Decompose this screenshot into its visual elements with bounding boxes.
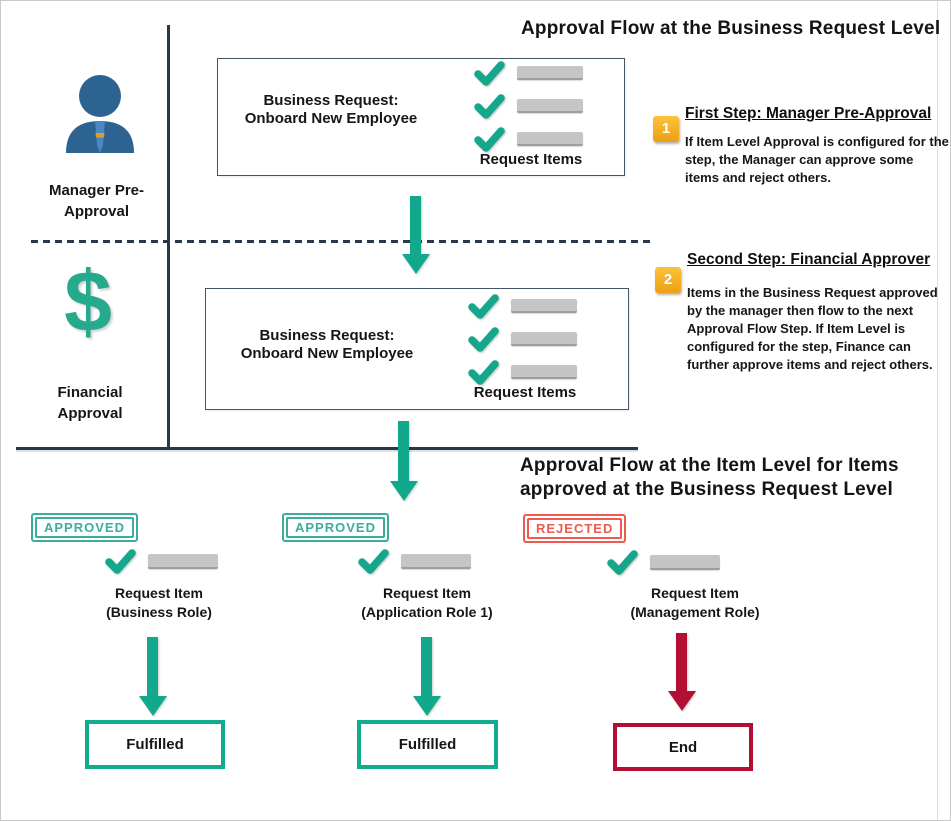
check-icon	[474, 126, 505, 152]
item-label-line1: Request Item	[651, 585, 739, 601]
business-request-title-line1: Business Request:	[263, 92, 399, 109]
request-item-row	[468, 326, 577, 352]
manager-lane-label: Manager Pre- Approval	[19, 180, 174, 222]
approved-stamp: APPROVED	[282, 513, 389, 542]
item-label-business-role: Request Item (Business Role)	[74, 584, 244, 622]
manager-lane-label-line2: Approval	[63, 203, 129, 220]
rejected-stamp: REJECTED	[523, 514, 627, 543]
item-label-management-role: Request Item (Management Role)	[610, 584, 780, 622]
fulfilled-label: Fulfilled	[398, 736, 457, 753]
item-arrow-3	[668, 633, 696, 713]
item-check-row	[105, 548, 218, 574]
request-item-rows	[468, 293, 577, 393]
item-check-row	[358, 548, 471, 574]
step-2-heading: Second Step: Financial Approver	[687, 251, 931, 268]
flow-arrow-down-2	[390, 421, 418, 503]
request-items-label: Request Items	[473, 384, 577, 401]
business-request-title-line2: Onboard New Employee	[240, 345, 414, 362]
manager-person-icon	[66, 75, 134, 153]
business-request-box-1: Business Request: Onboard New Employee R…	[217, 58, 625, 176]
step-2-body: Items in the Business Request approved b…	[687, 285, 938, 372]
item-label-line1: Request Item	[115, 585, 203, 601]
title-item-level-line1: Approval Flow at the Item Level for Item…	[520, 455, 899, 476]
item-check-row	[607, 549, 720, 575]
request-item-row	[474, 93, 583, 119]
lane-divider-dashed	[31, 240, 651, 243]
request-item-bar	[401, 553, 471, 569]
business-request-title-line2: Onboard New Employee	[244, 110, 418, 127]
check-icon	[468, 293, 499, 319]
check-icon	[468, 326, 499, 352]
title-item-level-line2: approved at the Business Request Level	[520, 479, 893, 500]
item-arrow-2	[413, 637, 441, 717]
request-items-label: Request Items	[479, 151, 583, 168]
item-arrow-1	[139, 637, 167, 717]
request-item-bar	[517, 99, 583, 113]
item-label-line1: Request Item	[383, 585, 471, 601]
financial-lane-label-line2: Approval	[57, 405, 123, 422]
request-item-bar	[148, 553, 218, 569]
end-box: End	[613, 723, 753, 771]
check-icon	[474, 93, 505, 119]
item-label-line2: (Business Role)	[106, 604, 212, 620]
financial-lane-label-line1: Financial	[57, 384, 123, 401]
approved-stamp: APPROVED	[31, 513, 138, 542]
business-request-title: Business Request: Onboard New Employee	[232, 327, 422, 363]
approved-stamp-text: APPROVED	[286, 517, 385, 538]
business-request-title-line1: Business Request:	[259, 327, 395, 344]
request-item-rows	[474, 60, 583, 160]
item-label-line2: (Management Role)	[630, 604, 760, 620]
lane-divider-vertical	[167, 25, 170, 450]
request-item-bar	[511, 365, 577, 379]
title-item-level: Approval Flow at the Item Level for Item…	[520, 454, 940, 502]
request-item-row	[468, 359, 577, 385]
step-1-badge: 1	[653, 116, 679, 142]
business-request-title: Business Request: Onboard New Employee	[236, 92, 426, 128]
manager-lane-label-line1: Manager Pre-	[48, 182, 145, 199]
check-icon	[105, 548, 136, 574]
item-label-line2: (Application Role 1)	[361, 604, 493, 620]
request-item-bar	[511, 332, 577, 346]
request-item-bar	[517, 132, 583, 146]
business-request-box-2: Business Request: Onboard New Employee R…	[205, 288, 629, 410]
check-icon	[474, 60, 505, 86]
request-item-row	[468, 293, 577, 319]
flow-arrow-down-1	[402, 196, 430, 274]
fulfilled-box-2: Fulfilled	[357, 720, 498, 769]
request-item-bar	[517, 66, 583, 80]
check-icon	[468, 359, 499, 385]
fulfilled-label: Fulfilled	[126, 736, 184, 753]
step-2-badge: 2	[655, 267, 681, 293]
dollar-icon: $	[64, 254, 112, 350]
title-business-request-level: Approval Flow at the Business Request Le…	[521, 18, 941, 39]
fulfilled-box-1: Fulfilled	[85, 720, 225, 769]
request-item-row	[474, 60, 583, 86]
request-item-bar	[650, 554, 720, 570]
check-icon	[358, 548, 389, 574]
request-item-row	[474, 126, 583, 152]
rejected-stamp-text: REJECTED	[527, 518, 623, 539]
request-item-bar	[511, 299, 577, 313]
approved-stamp-text: APPROVED	[35, 517, 134, 538]
section-divider-horizontal	[16, 447, 638, 450]
check-icon	[607, 549, 638, 575]
page-edge-line	[937, 1, 938, 820]
end-label: End	[668, 739, 698, 756]
step-1-body: If Item Level Approval is configured for…	[685, 134, 949, 185]
financial-lane-label: Financial Approval	[19, 382, 161, 424]
step-1-heading: First Step: Manager Pre-Approval	[685, 105, 932, 122]
item-label-application-role: Request Item (Application Role 1)	[342, 584, 512, 622]
